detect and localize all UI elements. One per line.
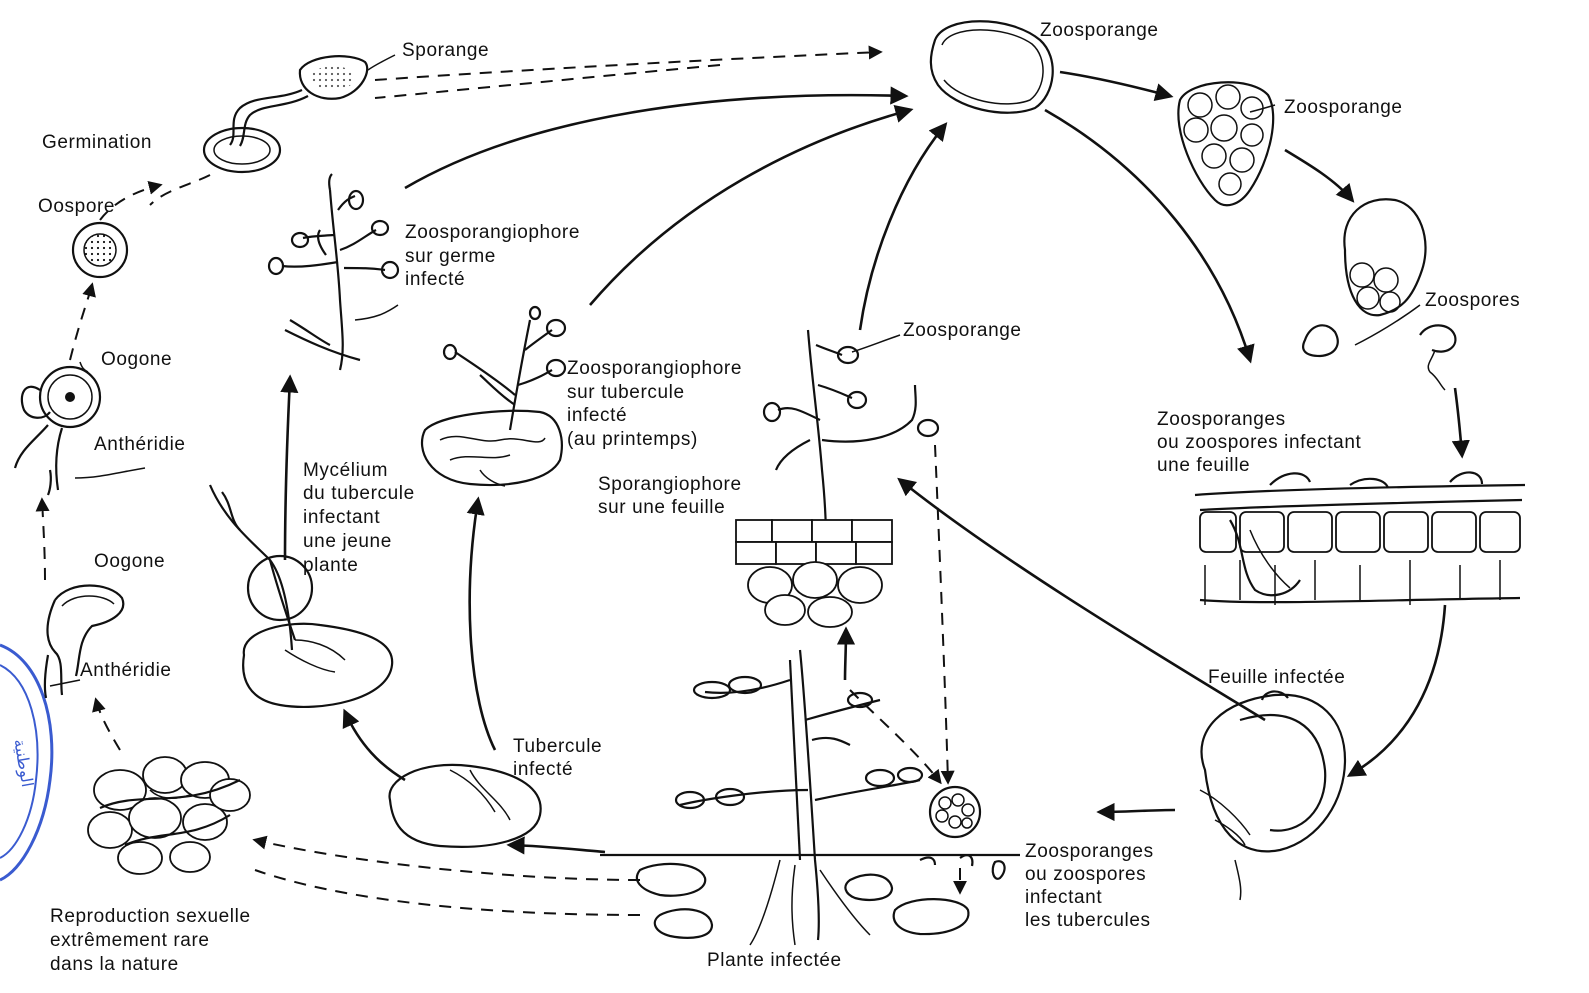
label-zoosporangiophore-tubercule-line-4: (au printemps)	[567, 429, 698, 450]
label-sporange: Sporange	[402, 40, 489, 61]
label-antheridie-bottom: Anthéridie	[80, 660, 172, 681]
zoosporangiophore-tubercule-illustration	[422, 307, 565, 486]
label-antheridie-top: Anthéridie	[94, 434, 186, 455]
label-zoosporangiophore-tubercule-line-1: Zoosporangiophore	[567, 358, 742, 379]
label-reproduction-line-3: dans la nature	[50, 954, 179, 975]
label-mycelium-line-2: du tubercule	[303, 483, 415, 504]
label-mycelium-line-4: une jeune	[303, 531, 392, 552]
label-sporangiophore-line-1: Sporangiophore	[598, 474, 742, 495]
leaf-tissue-illustration	[1195, 472, 1525, 605]
zoosporangiophore-germ-illustration	[269, 174, 398, 370]
label-mycelium-line-5: plante	[303, 555, 358, 576]
infected-plant-illustration	[600, 650, 1020, 945]
label-zoosporangiophore-tubercule-line-2: sur tubercule	[567, 382, 685, 403]
infected-leaf-illustration	[1200, 691, 1345, 900]
label-zoosporanges-feuille-line-1: Zoosporanges	[1157, 409, 1286, 430]
label-zoosporangiophore-germe-line-1: Zoosporangiophore	[405, 222, 580, 243]
label-zoospores: Zoospores	[1425, 290, 1520, 311]
label-zoosporange-mid: Zoosporange	[903, 320, 1022, 341]
cycle-arrows	[42, 52, 1462, 915]
label-mycelium-line-1: Mycélium	[303, 460, 388, 481]
oogone-bottom-illustration	[45, 586, 123, 699]
label-zoosporange-top: Zoosporange	[1040, 20, 1159, 41]
label-mycelium-line-3: infectant	[303, 507, 380, 528]
svg-text:ﺍﻟﻮﻃﻨﻴﺔ: ﺍﻟﻮﻃﻨﻴﺔ	[9, 737, 37, 788]
label-zoosporangiophore-germe-line-2: sur germe	[405, 246, 496, 267]
label-tubercule-line-1: Tubercule	[513, 736, 602, 757]
zoosporange-right-illustration	[1178, 82, 1273, 205]
label-zoosporanges-tubercules-line-2: ou zoospores	[1025, 864, 1146, 885]
oospore-illustration	[73, 223, 127, 277]
label-zoosporanges-tubercules-line-4: les tubercules	[1025, 910, 1151, 931]
label-zoosporanges-feuille-line-3: une feuille	[1157, 455, 1250, 476]
label-feuille-infectee: Feuille infectée	[1208, 667, 1345, 688]
sporangiophore-leaf-illustration	[736, 330, 938, 627]
label-zoosporangiophore-germe-line-3: infecté	[405, 269, 465, 290]
label-oogone-top: Oogone	[101, 349, 172, 370]
zoosporange-small-illustration	[930, 787, 980, 837]
label-zoosporanges-tubercules-line-3: infectant	[1025, 887, 1102, 908]
label-reproduction-line-1: Reproduction sexuelle	[50, 906, 251, 927]
label-zoosporanges-tubercules-line-1: Zoosporanges	[1025, 841, 1154, 862]
label-plante-infectee: Plante infectée	[707, 950, 842, 971]
oogone-top-illustration	[15, 367, 100, 495]
germination-illustration	[204, 128, 280, 172]
label-germination: Germination	[42, 132, 152, 153]
zoosporange-top-illustration	[931, 21, 1053, 112]
label-zoosporangiophore-tubercule-line-3: infecté	[567, 405, 627, 426]
label-zoosporange-right: Zoosporange	[1284, 97, 1403, 118]
label-reproduction-line-2: extrêmement rare	[50, 930, 210, 951]
sexual-reproduction-illustration	[88, 757, 250, 874]
label-tubercule-line-2: infecté	[513, 759, 573, 780]
label-zoosporanges-feuille-line-2: ou zoospores infectant	[1157, 432, 1361, 453]
sporange-illustration	[230, 56, 367, 146]
label-oogone-bottom: Oogone	[94, 551, 165, 572]
label-oospore: Oospore	[38, 196, 115, 217]
zoospores-soil-illustration	[920, 855, 1005, 879]
label-sporangiophore-line-2: sur une feuille	[598, 497, 725, 518]
